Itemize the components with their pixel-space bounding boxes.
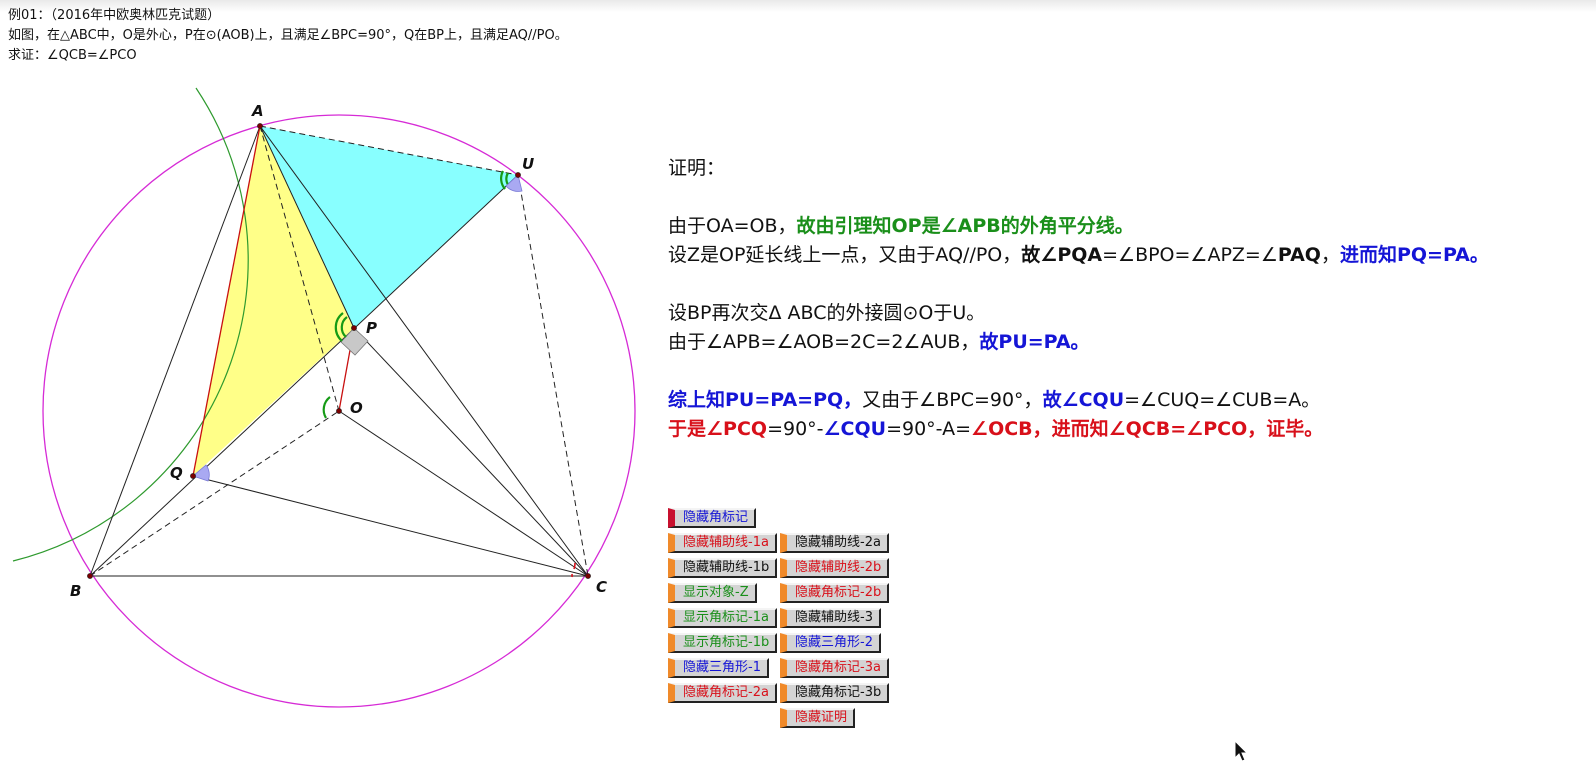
angle-mark-c-1[interactable] xyxy=(573,562,576,570)
point-u[interactable] xyxy=(515,172,521,178)
segment-ac[interactable] xyxy=(259,125,589,577)
mouse-cursor-icon xyxy=(1234,740,1249,762)
label-b: B xyxy=(70,582,81,600)
circumcircle-abc[interactable] xyxy=(42,114,636,708)
label-q: Q xyxy=(170,464,183,482)
button-hide-angle-mark-3b[interactable]: 隐藏角标记-3b xyxy=(780,683,890,703)
proof-line-6: 于是∠PCQ=90°-∠CQU=90°-A=∠OCB，进而知∠QCB=∠PCO，… xyxy=(668,418,1324,440)
circle-aob-arc[interactable] xyxy=(12,87,249,562)
point-o[interactable] xyxy=(336,408,342,414)
label-p: P xyxy=(366,319,377,337)
proof-line-4: 由于∠APB=∠AOB=2C=2∠AUB，故PU=PA。 xyxy=(668,331,1090,353)
window-top-edge xyxy=(0,0,1596,12)
segment-qc[interactable] xyxy=(192,475,589,577)
angle-mark-u-blue[interactable] xyxy=(505,174,523,192)
button-hide-angle-marks[interactable]: 隐藏角标记 xyxy=(668,508,757,528)
label-a: A xyxy=(251,102,264,120)
button-hide-triangle-2[interactable]: 隐藏三角形-2 xyxy=(780,633,881,653)
button-hide-angle-mark-3a[interactable]: 隐藏角标记-3a xyxy=(780,658,889,678)
proof-line-2: 设Z是OP延长线上一点，又由于AQ//PO，故∠PQA=∠BPO=∠APZ=∠P… xyxy=(668,244,1489,266)
button-hide-proof[interactable]: 隐藏证明 xyxy=(780,708,856,728)
label-u: U xyxy=(522,155,534,173)
angle-mark-p-outer[interactable] xyxy=(334,312,344,342)
label-c: C xyxy=(596,578,607,596)
angle-mark-u-outer[interactable] xyxy=(500,170,506,190)
proof-line-3: 设BP再次交Δ ABC的外接圆⊙O于U。 xyxy=(668,302,986,324)
button-hide-aux-line-1b[interactable]: 隐藏辅助线-1b xyxy=(668,558,778,578)
angle-mark-p-inner[interactable] xyxy=(340,316,348,338)
segment-au[interactable] xyxy=(259,125,519,176)
segment-ao-part[interactable] xyxy=(259,125,355,329)
angle-mark-o[interactable] xyxy=(322,396,331,419)
problem-title: 例01：（2016年中欧奥林匹克试题） xyxy=(8,8,221,23)
point-q[interactable] xyxy=(190,473,196,479)
button-hide-aux-line-2a[interactable]: 隐藏辅助线-2a xyxy=(780,533,889,553)
button-show-angle-mark-1b[interactable]: 显示角标记-1b xyxy=(668,633,778,653)
button-show-angle-mark-1a[interactable]: 显示角标记-1a xyxy=(668,608,777,628)
triangle-apu[interactable] xyxy=(260,126,518,328)
segment-pc[interactable] xyxy=(353,327,589,577)
proof-line-5: 综上知PU=PA=PQ，又由于∠BPC=90°，故∠CQU=∠CUQ=∠CUB=… xyxy=(668,389,1321,411)
segment-oc[interactable] xyxy=(338,410,589,577)
button-show-object-z[interactable]: 显示对象-Z xyxy=(668,583,757,603)
point-c[interactable] xyxy=(585,573,591,579)
problem-text: 如图，在△ABC中，O是外心，P在⊙(AOB)上，且满足∠BPC=90°，Q在B… xyxy=(8,28,568,43)
segment-bu[interactable] xyxy=(89,174,519,577)
button-hide-aux-line-2b[interactable]: 隐藏辅助线-2b xyxy=(780,558,890,578)
segment-ab[interactable] xyxy=(89,125,261,577)
proof-line-1: 由于OA=OB，故由引理知OP是∠APB的外角平分线。 xyxy=(668,215,1134,237)
geometry-diagram[interactable]: A B C O P Q U xyxy=(0,0,650,763)
button-hide-aux-line-1a[interactable]: 隐藏辅助线-1a xyxy=(668,533,777,553)
button-hide-aux-line-3[interactable]: 隐藏辅助线-3 xyxy=(780,608,881,628)
triangle-apq[interactable] xyxy=(193,126,354,476)
segment-aq[interactable] xyxy=(192,125,261,477)
button-hide-triangle-1[interactable]: 隐藏三角形-1 xyxy=(668,658,769,678)
problem-statement: 例01：（2016年中欧奥林匹克试题） 如图，在△ABC中，O是外心，P在⊙(A… xyxy=(8,6,568,66)
point-b[interactable] xyxy=(87,573,93,579)
proof-text: 证明： 由于OA=OB，故由引理知OP是∠APB的外角平分线。 设Z是OP延长线… xyxy=(668,154,1489,444)
point-a[interactable] xyxy=(257,123,263,129)
button-hide-angle-mark-2b[interactable]: 隐藏角标记-2b xyxy=(780,583,890,603)
segment-uc[interactable] xyxy=(517,174,589,577)
angle-mark-q-blue[interactable] xyxy=(192,464,210,482)
problem-goal: 求证：∠QCB=∠PCO xyxy=(8,48,137,63)
point-p[interactable] xyxy=(351,325,357,331)
button-hide-angle-mark-2a[interactable]: 隐藏角标记-2a xyxy=(668,683,777,703)
label-o: O xyxy=(350,399,363,417)
proof-title: 证明： xyxy=(668,157,726,179)
